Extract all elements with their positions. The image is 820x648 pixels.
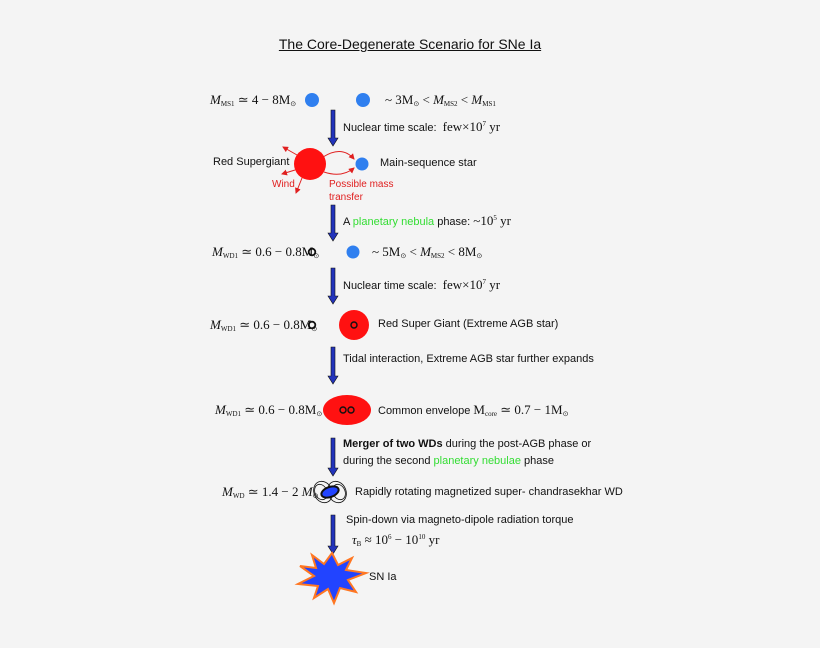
red-supergiant-label: Red Supergiant — [213, 156, 290, 168]
wd1-mass-label: MWD1 ≃ 0.6 − 0.8M⊙ — [212, 244, 320, 260]
ms2-mass-label: ~ 5M⊙ < MMS2 < 8M⊙ — [372, 244, 483, 260]
main-sequence-star — [355, 157, 369, 171]
common-envelope-label: Common envelope Mcore ≃ 0.7 − 1M⊙ — [378, 402, 569, 418]
sn-ia-label: SN Ia — [369, 571, 397, 583]
core-2 — [347, 406, 355, 414]
core-1 — [339, 406, 347, 414]
secondary-ms-star — [356, 93, 370, 107]
arrow-6 — [327, 514, 339, 555]
step-3-label: Nuclear time scale: few×107 yr — [343, 277, 501, 292]
mass-transfer-label-2: transfer — [329, 192, 363, 203]
primary-mass-label: MMS1 ≃ 4 − 8M⊙ — [210, 92, 297, 108]
step-5-line-2: during the second planetary nebulae phas… — [343, 455, 555, 467]
red-super-giant-agb — [339, 310, 369, 340]
white-dwarf-1 — [307, 247, 317, 257]
agb-core — [350, 321, 358, 329]
arrow-1 — [327, 109, 339, 147]
common-envelope — [323, 395, 371, 425]
step-5-line-1: Merger of two WDs during the post-AGB ph… — [343, 438, 592, 450]
wd-mass-label: MWD ≃ 1.4 − 2 M⊙ — [222, 484, 319, 500]
white-dwarf-1 — [307, 320, 317, 330]
arrow-4 — [327, 346, 339, 385]
primary-ms-star — [305, 93, 319, 107]
step-4-label: Tidal interaction, Extreme AGB star furt… — [343, 353, 594, 365]
step-2-label: A planetary nebula phase: ~105 yr — [343, 213, 511, 228]
supernova-burst — [294, 551, 370, 606]
wind-arrows — [281, 146, 355, 194]
step-6-label: Spin-down via magneto-dipole radiation t… — [346, 514, 574, 526]
magnetized-wd-icon — [313, 480, 347, 504]
mass-transfer-label-1: Possible mass — [329, 179, 394, 190]
flow-arrows — [327, 109, 339, 555]
agb-star-label: Red Super Giant (Extreme AGB star) — [378, 318, 559, 330]
wind-label: Wind — [272, 179, 295, 190]
ms-star-2 — [346, 245, 360, 259]
red-supergiant — [294, 148, 326, 180]
arrow-2 — [327, 204, 339, 242]
wd1-mass-label-2: MWD1 ≃ 0.6 − 0.8M⊙ — [210, 317, 318, 333]
wd1-mass-label-3: MWD1 ≃ 0.6 − 0.8M⊙ — [215, 402, 323, 418]
main-sequence-label: Main-sequence star — [380, 157, 477, 169]
magnetized-wd-label: Rapidly rotating magnetized super- chand… — [355, 486, 623, 498]
arrow-3 — [327, 267, 339, 305]
secondary-mass-label: ~ 3M⊙ < MMS2 < MMS1 — [385, 92, 496, 108]
step-1-label: Nuclear time scale: few×107 yr — [343, 119, 501, 134]
arrow-5 — [327, 437, 339, 477]
diagram-title: The Core-Degenerate Scenario for SNe Ia — [278, 36, 542, 52]
spin-down-timescale: τB ≈ 106 − 1010 yr — [352, 532, 440, 548]
